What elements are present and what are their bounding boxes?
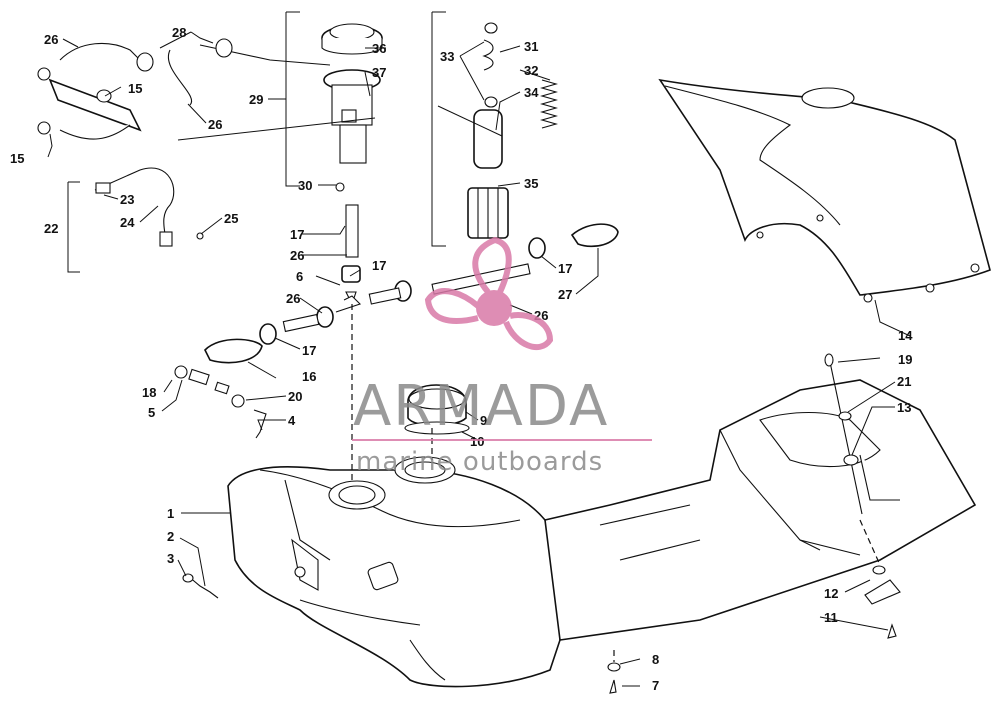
callout-19: 19 <box>898 352 912 367</box>
callout-26-a: 26 <box>44 32 58 47</box>
mount-hardware <box>182 353 901 694</box>
callout-34: 34 <box>524 85 539 100</box>
callout-13: 13 <box>897 400 911 415</box>
pump-internals <box>467 22 559 239</box>
fuel-cap <box>404 384 470 435</box>
watermark: ARMADA marine outboards <box>352 236 652 477</box>
callout-15-lower: 15 <box>10 151 24 166</box>
callout-27: 27 <box>558 287 572 302</box>
callout-5: 5 <box>148 405 155 420</box>
callout-9: 9 <box>480 413 487 428</box>
vent-fittings <box>174 365 267 439</box>
callout-33: 33 <box>440 49 454 64</box>
callout-11: 11 <box>824 610 838 625</box>
fuel-pump-assembly <box>321 23 383 192</box>
callout-1: 1 <box>167 506 174 521</box>
callout-16: 16 <box>302 369 316 384</box>
callout-23: 23 <box>120 192 134 207</box>
callout-14: 14 <box>898 328 913 343</box>
callout-17-b: 17 <box>290 227 304 242</box>
callout-22: 22 <box>44 221 58 236</box>
callout-26-d: 26 <box>286 291 300 306</box>
callout-2: 2 <box>167 529 174 544</box>
watermark-brand: ARMADA <box>353 374 609 439</box>
callout-21: 21 <box>897 374 911 389</box>
callout-labels: 1 2 3 4 5 6 7 8 9 10 11 12 13 14 15 15 1… <box>10 25 913 693</box>
fuel-tank <box>227 456 564 688</box>
callout-35: 35 <box>524 176 538 191</box>
callout-36: 36 <box>372 41 386 56</box>
callout-28: 28 <box>172 25 186 40</box>
callout-24: 24 <box>120 215 135 230</box>
callout-17-a: 17 <box>302 343 316 358</box>
sender-harness <box>94 167 204 247</box>
callout-15-upper: 15 <box>128 81 142 96</box>
callout-25: 25 <box>224 211 238 226</box>
propeller-logo <box>424 236 554 351</box>
callout-3: 3 <box>167 551 174 566</box>
callout-18: 18 <box>142 385 156 400</box>
callout-20: 20 <box>288 389 302 404</box>
callout-7: 7 <box>652 678 659 693</box>
callout-32: 32 <box>524 63 538 78</box>
callout-31: 31 <box>524 39 538 54</box>
fuel-rail <box>37 38 331 140</box>
callout-4: 4 <box>288 413 296 428</box>
watermark-tagline: marine outboards <box>356 447 603 477</box>
callout-26-c: 26 <box>290 248 304 263</box>
crossover-hose <box>204 223 619 364</box>
callout-8: 8 <box>652 652 659 667</box>
callout-17-d: 17 <box>558 261 572 276</box>
group-brackets <box>67 11 446 273</box>
callout-29: 29 <box>249 92 263 107</box>
callout-26-b: 26 <box>208 117 222 132</box>
callout-6: 6 <box>296 269 303 284</box>
callout-10: 10 <box>470 434 484 449</box>
leader-lines <box>47 31 911 687</box>
guide-lines <box>351 304 881 662</box>
callout-37: 37 <box>372 65 386 80</box>
callout-17-c: 17 <box>372 258 386 273</box>
callout-30: 30 <box>298 178 312 193</box>
callout-12: 12 <box>824 586 838 601</box>
seat-cover <box>658 78 991 303</box>
seat-base <box>544 379 977 641</box>
